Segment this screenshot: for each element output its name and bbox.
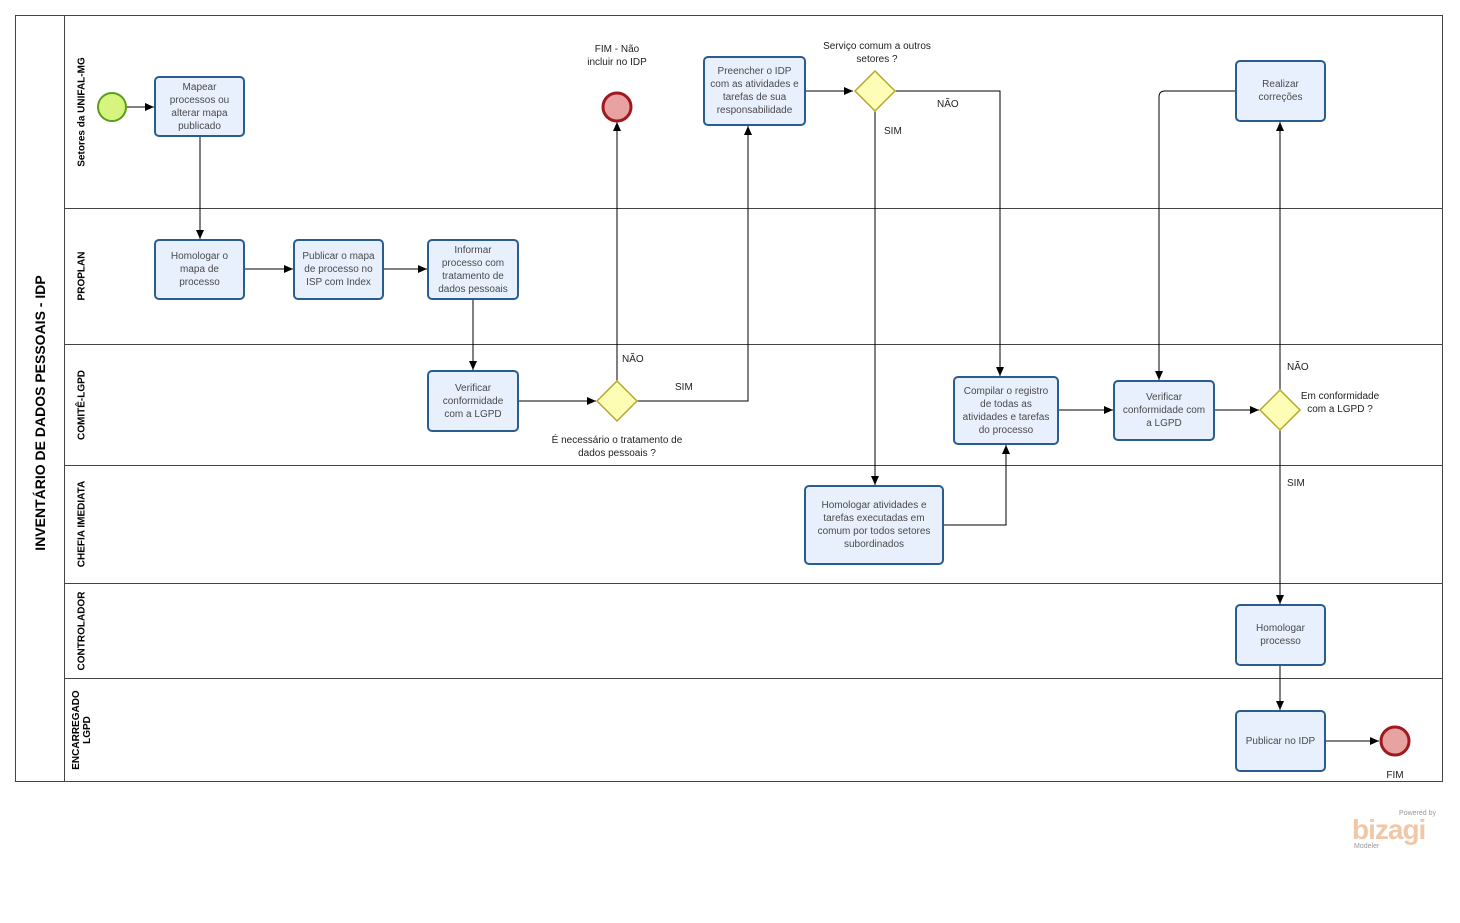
lane-proplan	[65, 208, 1443, 344]
lane-chefia	[65, 465, 1443, 583]
flow-label-nao-3: NÃO	[1287, 362, 1309, 373]
bizagi-logo: Powered by bizagi Modeler	[1352, 810, 1442, 855]
gateway-servico-comum	[853, 69, 897, 113]
task-compilar-registro[interactable]: Compilar o registro de todas as atividad…	[953, 376, 1059, 445]
gateway-conformidade	[1258, 388, 1302, 432]
end-event-nao-incluir-label: FIM - Não incluir no IDP	[587, 44, 647, 68]
task-publicar-idp[interactable]: Publicar no IDP	[1235, 710, 1326, 772]
flow-label-sim-3: SIM	[1287, 478, 1305, 489]
flow-label-sim-2: SIM	[884, 126, 902, 137]
flow-servico-nao-to-compilar	[895, 90, 1004, 376]
flow-homologar-atividades-to-compilar	[944, 445, 1010, 526]
flow-label-sim-1: SIM	[675, 382, 693, 393]
task-informar-processo[interactable]: Informar processo com tratamento de dado…	[427, 239, 519, 300]
gateway-tratamento	[595, 379, 639, 423]
lane-comite	[65, 344, 1443, 465]
flow-label-nao-2: NÃO	[937, 99, 959, 110]
task-mapear-processos[interactable]: Mapear processos ou alterar mapa publica…	[154, 76, 245, 137]
lane-encarregado	[65, 678, 1443, 782]
task-preencher-idp[interactable]: Preencher o IDP com as atividades e tare…	[703, 56, 806, 126]
task-homologar-processo[interactable]: Homologar processo	[1235, 604, 1326, 666]
gateway-tratamento-label: É necessário o tratamento de dados pesso…	[551, 435, 683, 459]
gateway-servico-comum-label: Serviço comum a outros setores ?	[823, 41, 931, 65]
flow-realizar-to-verificar	[1155, 90, 1235, 380]
flow-gateway-sim-to-preencher	[637, 126, 752, 402]
task-homologar-mapa[interactable]: Homologar o mapa de processo	[154, 239, 245, 300]
brand-powered-by: Powered by	[1399, 810, 1436, 817]
task-publicar-mapa[interactable]: Publicar o mapa de processo no ISP com I…	[293, 239, 384, 300]
gateway-conformidade-label: Em conformidade com a LGPD ?	[1300, 391, 1380, 415]
pool-header: INVENTÁRIO DE DADOS PESSOAIS - IDP	[15, 15, 65, 782]
brand-name: bizagi	[1352, 814, 1426, 845]
task-homologar-atividades[interactable]: Homologar atividades e tarefas executada…	[804, 485, 944, 565]
start-event	[97, 92, 127, 122]
task-verificar-conformidade-2[interactable]: Verificar conformidade com a LGPD	[1113, 380, 1215, 441]
end-event-nao-incluir	[601, 91, 633, 123]
flow-label-nao-1: NÃO	[622, 354, 644, 365]
end-event-fim	[1379, 725, 1411, 757]
task-verificar-conformidade-1[interactable]: Verificar conformidade com a LGPD	[427, 370, 519, 432]
brand-product: Modeler	[1354, 843, 1380, 850]
lane-controlador	[65, 583, 1443, 678]
pool	[15, 15, 1443, 782]
end-event-fim-label: FIM	[1386, 770, 1404, 781]
task-realizar-correcoes[interactable]: Realizar correções	[1235, 60, 1326, 122]
